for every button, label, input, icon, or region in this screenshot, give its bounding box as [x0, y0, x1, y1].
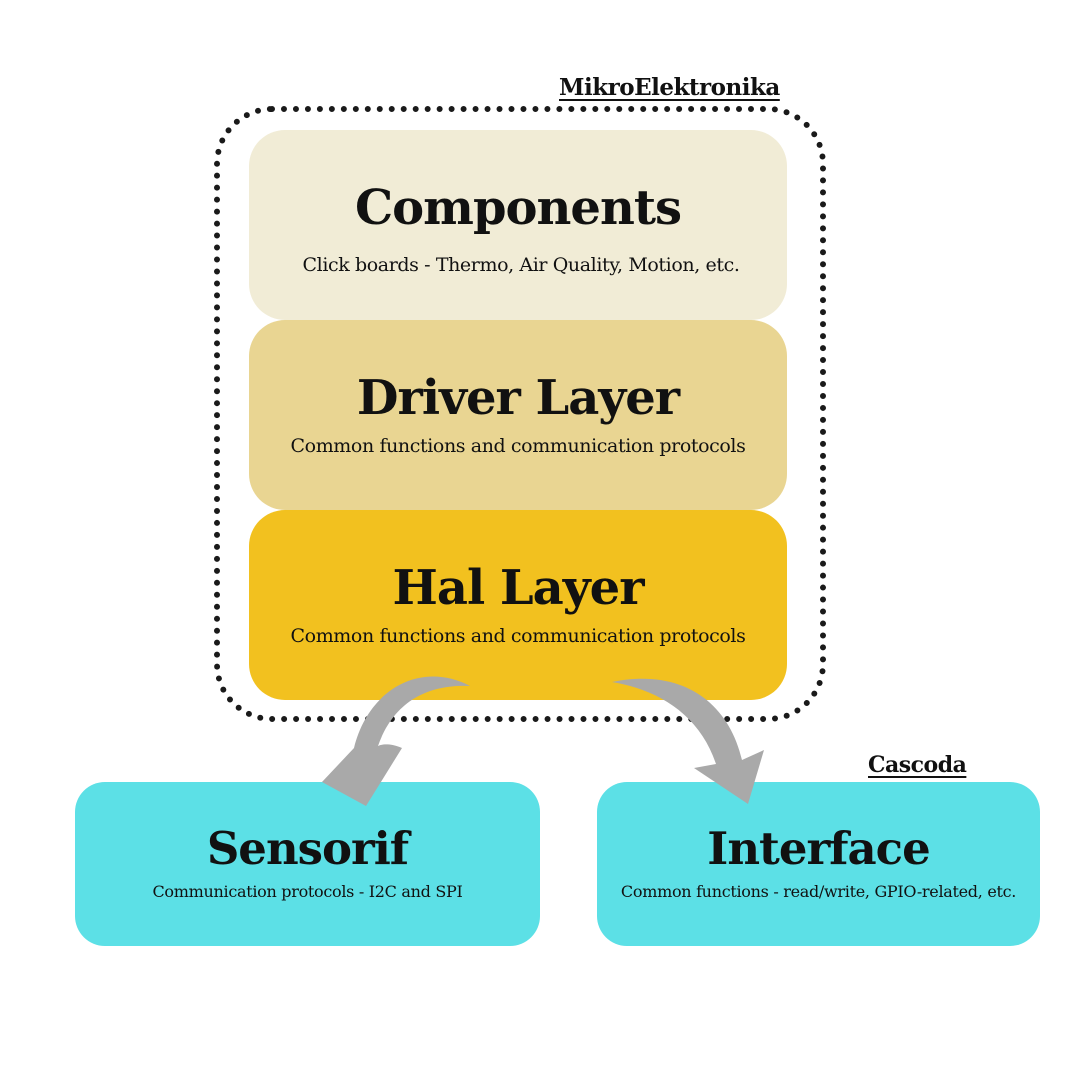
cascoda-label: Cascoda	[868, 752, 967, 778]
mikroelektronika-group-frame	[214, 106, 826, 722]
sensorif-subtitle: Communication protocols - I2C and SPI	[152, 882, 463, 901]
interface-box: Interface Common functions - read/write,…	[597, 782, 1040, 946]
hal-layer-subtitle: Common functions and communication proto…	[290, 625, 746, 647]
driver-layer: Driver Layer Common functions and commun…	[249, 320, 787, 510]
hal-layer-title: Hal Layer	[392, 560, 645, 616]
sensorif-box: Sensorif Communication protocols - I2C a…	[75, 782, 540, 946]
components-subtitle: Click boards - Thermo, Air Quality, Moti…	[302, 254, 740, 276]
interface-title: Interface	[707, 822, 930, 875]
mikroelektronika-label: MikroElektronika	[559, 74, 780, 101]
curved-arrow-left-icon	[322, 676, 470, 806]
hal-layer: Hal Layer Common functions and communica…	[249, 510, 787, 700]
driver-layer-subtitle: Common functions and communication proto…	[290, 435, 746, 457]
components-title: Components	[354, 180, 682, 236]
curved-arrow-right-icon	[612, 678, 764, 804]
interface-subtitle: Common functions - read/write, GPIO-rela…	[620, 882, 1017, 901]
sensorif-title: Sensorif	[206, 822, 409, 875]
driver-layer-title: Driver Layer	[356, 370, 680, 426]
components-layer: Components Click boards - Thermo, Air Qu…	[249, 130, 787, 320]
